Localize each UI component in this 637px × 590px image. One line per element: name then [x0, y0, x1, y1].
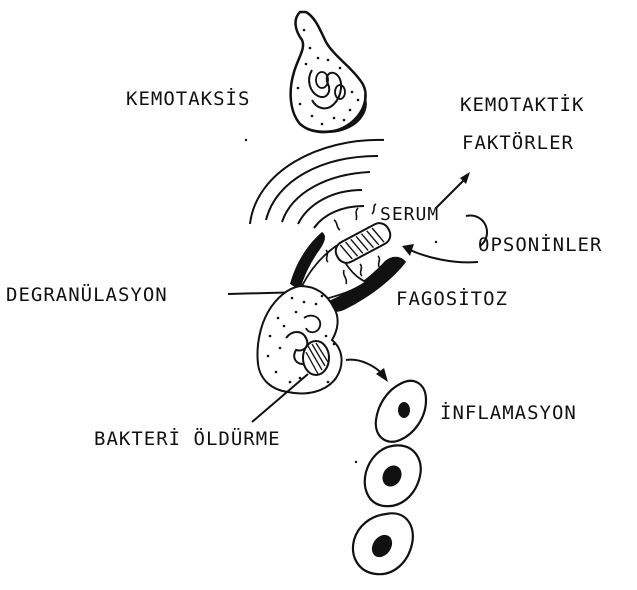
label-kemotaksis: KEMOTAKSİS	[126, 90, 250, 109]
label-inflamasyon: İNFLAMASYON	[440, 404, 577, 423]
label-kemotaktik-faktorler-line2: FAKTÖRLER	[462, 134, 574, 153]
arrow-to-inflammation	[346, 360, 388, 382]
speck	[245, 139, 247, 141]
migrating-neutrophil	[291, 12, 367, 133]
speck	[355, 461, 357, 463]
chemotactic-gradient-arcs	[250, 140, 384, 228]
label-kemotaktik-faktorler-line1: KEMOTAKTİK	[460, 96, 584, 115]
label-degranulasyon: DEGRANÜLASYON	[6, 286, 168, 305]
inflammatory-cell-1	[376, 381, 426, 442]
inflammatory-cell-3	[353, 513, 413, 574]
degranulating-neutrophil	[257, 286, 341, 393]
speck	[435, 241, 437, 243]
label-serum: SERUM	[380, 206, 439, 224]
inflammatory-cell-2	[365, 445, 421, 506]
label-bakteri-oldurme: BAKTERİ ÖLDÜRME	[94, 430, 281, 449]
label-opsoninler: OPSONİNLER	[478, 236, 602, 255]
arrow-to-chemotactic-factors	[436, 172, 470, 208]
label-fagositoz: FAGOSİTOZ	[396, 290, 508, 309]
